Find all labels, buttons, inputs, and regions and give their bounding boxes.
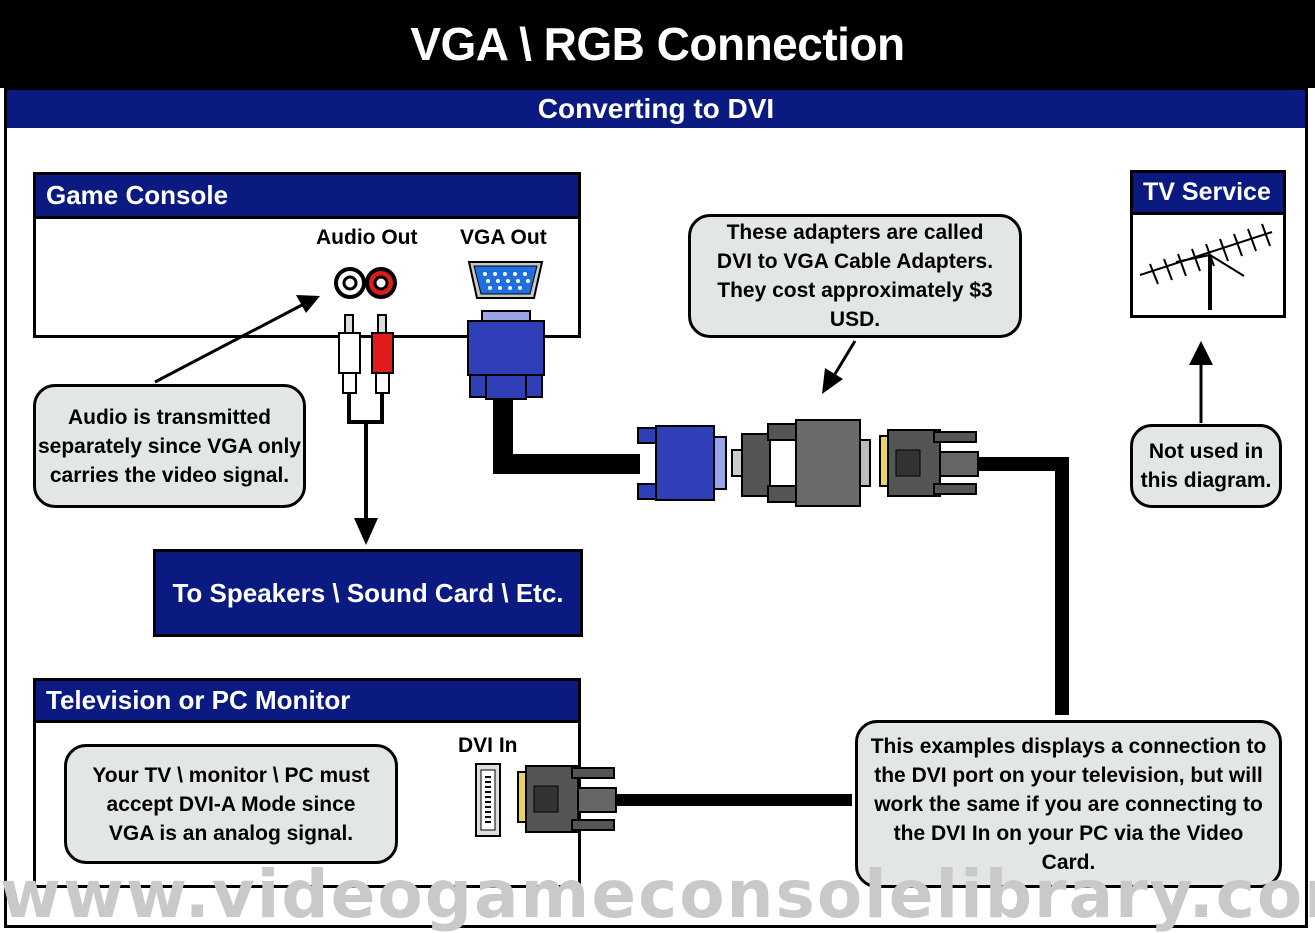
- audio-wires: [347, 393, 384, 522]
- page-subtitle: Converting to DVI: [7, 90, 1305, 128]
- adapter-pointer-arrow-icon: [833, 340, 857, 375]
- vga-port-icon: [467, 261, 544, 299]
- television-heading: Television or PC Monitor: [36, 681, 578, 723]
- speakers-box: To Speakers \ Sound Card \ Etc.: [153, 549, 583, 637]
- audio-pointer-arrow-icon: [154, 303, 303, 384]
- rca-jacks-icon: [334, 267, 397, 299]
- audio-out-label: Audio Out: [316, 226, 418, 249]
- audio-arrow-icon: [354, 518, 378, 545]
- vga-cable: [493, 398, 640, 474]
- dvi-port-icon: [475, 763, 501, 837]
- tv-service-callout: Not used in this diagram.: [1130, 424, 1282, 508]
- game-console-heading: Game Console: [36, 175, 578, 219]
- vga-out-label: VGA Out: [460, 226, 547, 249]
- diagram-frame: [4, 88, 1308, 928]
- page-title: VGA \ RGB Connection: [0, 0, 1315, 88]
- dvi-cable: [975, 457, 1069, 715]
- dvi-plug-icon: [879, 429, 979, 497]
- tv-service-box: TV Service: [1130, 170, 1286, 318]
- tv-service-heading: TV Service: [1133, 173, 1283, 215]
- dvi-in-label: DVI In: [458, 734, 518, 757]
- vga-plug-side-icon: [637, 425, 727, 501]
- antenna-icon: [1139, 223, 1273, 310]
- audio-callout: Audio is transmitted separately since VG…: [33, 384, 306, 508]
- watermark: www.videogameconsolelibrary.com: [0, 856, 1315, 933]
- rca-plugs-icon: [338, 314, 394, 394]
- vga-plug-icon: [467, 310, 545, 400]
- television-callout: Your TV \ monitor \ PC must accept DVI-A…: [64, 744, 398, 864]
- dvi-adapter-icon: [731, 419, 871, 507]
- adapters-callout: These adapters are called DVI to VGA Cab…: [688, 214, 1022, 338]
- example-callout: This examples displays a connection to t…: [855, 720, 1282, 888]
- dvi-plug-tv-icon: [517, 765, 617, 833]
